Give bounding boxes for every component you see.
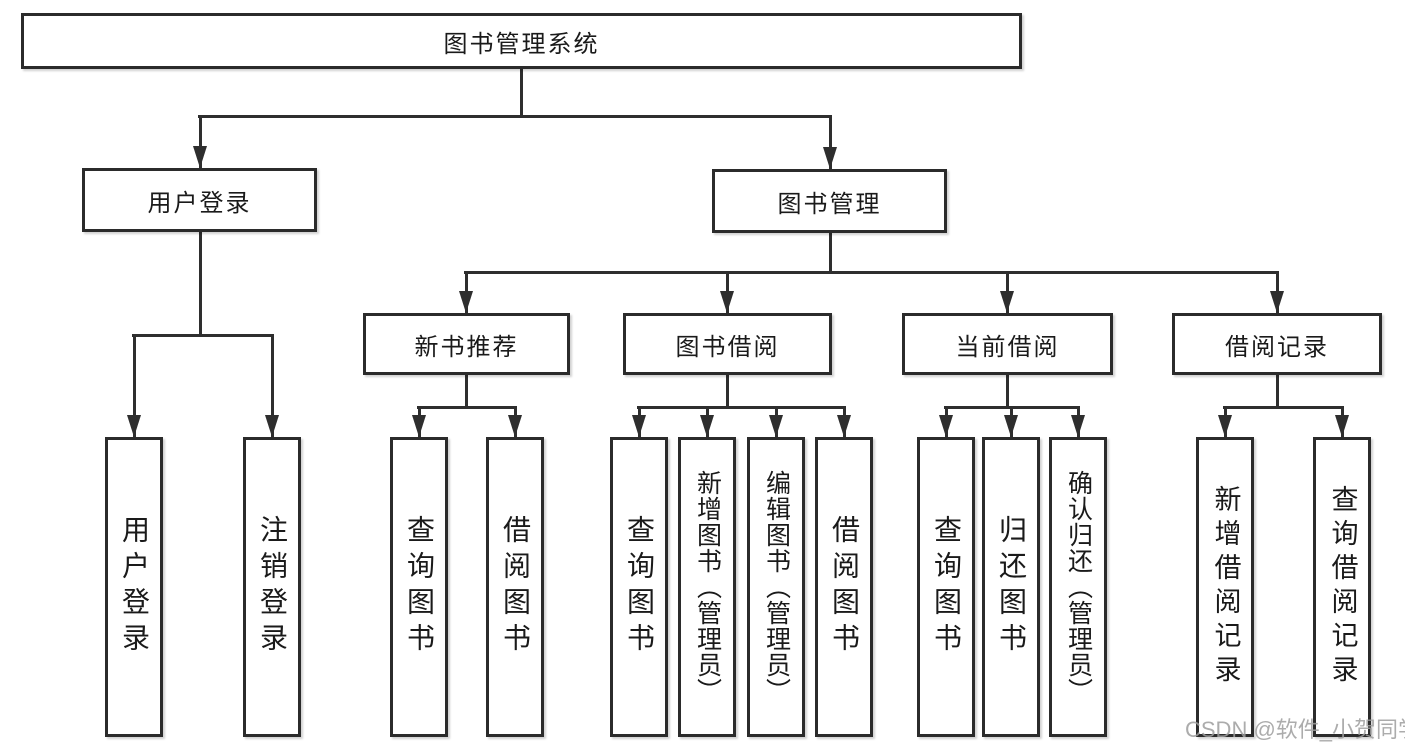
arrow-down-icon (769, 415, 783, 437)
node-confirm-return-admin: 确认归还（管理员） (1049, 437, 1107, 737)
connector-line (1223, 406, 1344, 409)
arrow-down-icon (1270, 291, 1284, 313)
arrow-down-icon (632, 415, 646, 437)
arrow-down-icon (1004, 415, 1018, 437)
node-borrow-record: 借阅记录 (1172, 313, 1382, 375)
connector-line (829, 115, 832, 169)
node-logout-leaf: 注销登录 (243, 437, 301, 737)
node-user-login-leaf-label: 用户登录 (119, 515, 150, 659)
node-confirm-return-admin-label: 确认归还（管理员） (1064, 470, 1093, 704)
connector-line (271, 334, 274, 437)
node-return-books-label: 归还图书 (996, 515, 1027, 659)
connector-line (133, 334, 136, 437)
node-current-query-books-label: 查询图书 (931, 515, 962, 659)
connector-line (464, 271, 1279, 274)
node-user-login-branch: 用户登录 (82, 168, 317, 232)
node-user-login-leaf: 用户登录 (105, 437, 163, 737)
node-book-borrow: 图书借阅 (623, 313, 832, 375)
node-book-borrow-label: 图书借阅 (675, 333, 780, 361)
node-add-books-admin-label: 新增图书（管理员） (693, 470, 722, 704)
arrow-down-icon (700, 415, 714, 437)
node-root-label: 图书管理系统 (443, 30, 600, 58)
node-borrow-borrow-books-label: 借阅图书 (829, 515, 860, 659)
arrow-down-icon (1071, 415, 1085, 437)
arrow-down-icon (412, 415, 426, 437)
node-borrow-borrow-books: 借阅图书 (815, 437, 873, 737)
arrow-down-icon (265, 415, 279, 437)
arrow-down-icon (127, 415, 141, 437)
node-new-book-recommend: 新书推荐 (363, 313, 570, 375)
node-borrow-record-label: 借阅记录 (1225, 333, 1329, 361)
connector-line (417, 406, 517, 409)
node-return-books: 归还图书 (982, 437, 1040, 737)
node-newbook-query-books: 查询图书 (390, 437, 448, 737)
node-current-borrow: 当前借阅 (902, 313, 1113, 375)
node-logout-leaf-label: 注销登录 (257, 515, 288, 659)
arrow-down-icon (508, 415, 522, 437)
node-current-query-books: 查询图书 (917, 437, 975, 737)
node-current-borrow-label: 当前借阅 (955, 333, 1060, 361)
node-edit-books-admin: 编辑图书（管理员） (747, 437, 805, 737)
arrow-down-icon (459, 291, 473, 313)
node-root: 图书管理系统 (21, 13, 1022, 69)
node-edit-books-admin-label: 编辑图书（管理员） (762, 470, 791, 704)
connector-line (1006, 375, 1009, 408)
node-borrow-query-books-label: 查询图书 (624, 515, 655, 659)
node-query-borrow-record-label: 查询借阅记录 (1327, 485, 1358, 689)
arrow-down-icon (193, 146, 207, 168)
connector-line (465, 375, 468, 408)
node-newbook-borrow-books: 借阅图书 (486, 437, 544, 737)
connector-line (199, 232, 202, 336)
connector-line (829, 233, 832, 273)
arrow-down-icon (823, 147, 837, 169)
arrow-down-icon (720, 291, 734, 313)
connector-line (1276, 375, 1279, 408)
node-add-borrow-record: 新增借阅记录 (1196, 437, 1254, 737)
node-query-borrow-record: 查询借阅记录 (1313, 437, 1371, 737)
node-book-management: 图书管理 (712, 169, 947, 233)
node-newbook-query-books-label: 查询图书 (404, 515, 435, 659)
node-newbook-borrow-books-label: 借阅图书 (500, 515, 531, 659)
csdn-watermark: CSDN @软件_小贺同学 (1185, 717, 1405, 742)
connector-line (199, 115, 202, 168)
connector-line (637, 406, 846, 409)
connector-line (198, 115, 832, 118)
node-book-management-label: 图书管理 (777, 190, 882, 218)
connector-line (132, 334, 273, 337)
arrow-down-icon (1000, 291, 1014, 313)
arrow-down-icon (1218, 415, 1232, 437)
connector-line (726, 375, 729, 408)
arrow-down-icon (1335, 415, 1349, 437)
connector-line (520, 69, 523, 117)
node-new-book-recommend-label: 新书推荐 (414, 333, 519, 361)
node-add-borrow-record-label: 新增借阅记录 (1210, 485, 1241, 689)
node-add-books-admin: 新增图书（管理员） (678, 437, 736, 737)
node-borrow-query-books: 查询图书 (610, 437, 668, 737)
node-user-login-branch-label: 用户登录 (147, 189, 252, 217)
arrow-down-icon (939, 415, 953, 437)
arrow-down-icon (837, 415, 851, 437)
